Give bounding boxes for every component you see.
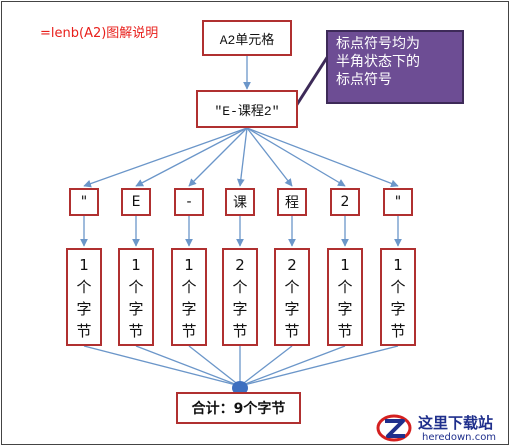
char-box: - xyxy=(174,188,204,216)
count-to-total-line xyxy=(83,345,241,387)
byte-count-char: 个 xyxy=(76,278,92,296)
byte-count-char: 字 xyxy=(390,300,406,318)
byte-count-char: 字 xyxy=(76,300,92,318)
byte-count-box: 1 个字节 xyxy=(118,248,154,346)
string-to-char-arrow xyxy=(246,127,346,187)
byte-count-box: 2 个字节 xyxy=(274,248,310,346)
callout-line: 标点符号均为 xyxy=(336,36,420,52)
byte-count-box: 1 个字节 xyxy=(327,248,363,346)
count-to-total-line xyxy=(239,345,346,387)
byte-count-char: 2 xyxy=(235,256,245,274)
byte-count-char: 2 xyxy=(287,256,297,274)
char-box: " xyxy=(383,188,413,216)
char-box: 程 xyxy=(277,188,307,216)
byte-count-char: 1 xyxy=(393,256,403,274)
count-to-total-line xyxy=(239,345,293,387)
byte-count-char: 个 xyxy=(284,278,300,296)
byte-count-char: 1 xyxy=(184,256,194,274)
byte-count-char: 1 xyxy=(131,256,141,274)
string-to-char-arrow xyxy=(246,127,293,187)
byte-count-box: 1 个字节 xyxy=(66,248,102,346)
byte-count-box: 2 个字节 xyxy=(222,248,258,346)
char-box: 2 xyxy=(330,188,360,216)
hub-node xyxy=(232,381,248,395)
callout-line: 标点符号 xyxy=(336,72,392,88)
count-to-total-line xyxy=(188,345,241,387)
byte-count-box: 1 个字节 xyxy=(380,248,416,346)
byte-count-char: 节 xyxy=(390,322,406,340)
callout-pointer xyxy=(294,55,330,107)
watermark: 这里下载站 heredown.com xyxy=(370,408,512,448)
heredown-logo-icon xyxy=(376,414,412,442)
count-to-total-line xyxy=(239,345,399,387)
count-to-total-line xyxy=(135,345,241,387)
char-box: " xyxy=(69,188,99,216)
byte-count-char: 节 xyxy=(128,322,144,340)
byte-count-char: 节 xyxy=(337,322,353,340)
byte-count-char: 个 xyxy=(128,278,144,296)
watermark-url: heredown.com xyxy=(422,432,497,443)
byte-count-box: 1 个字节 xyxy=(171,248,207,346)
byte-count-char: 节 xyxy=(284,322,300,340)
byte-count-char: 个 xyxy=(390,278,406,296)
byte-count-char: 字 xyxy=(181,300,197,318)
byte-count-char: 个 xyxy=(181,278,197,296)
byte-count-char: 节 xyxy=(181,322,197,340)
cell-reference-box: A2单元格 xyxy=(202,20,292,56)
byte-count-char: 字 xyxy=(337,300,353,318)
string-to-char-arrow xyxy=(83,127,248,188)
char-box: 课 xyxy=(225,188,255,216)
string-value-box: "E-课程2" xyxy=(196,90,298,128)
byte-count-char: 1 xyxy=(79,256,89,274)
byte-count-char: 1 xyxy=(340,256,350,274)
watermark-name: 这里下载站 xyxy=(418,414,494,432)
byte-count-char: 节 xyxy=(76,322,92,340)
byte-count-char: 个 xyxy=(337,278,353,296)
byte-count-char: 字 xyxy=(284,300,300,318)
formula-title: =lenb(A2)图解说明 xyxy=(40,26,159,41)
byte-count-char: 节 xyxy=(232,322,248,340)
byte-count-char: 字 xyxy=(232,300,248,318)
note-callout: 标点符号均为 半角状态下的 标点符号 xyxy=(326,30,464,104)
char-box: E xyxy=(121,188,151,216)
string-to-char-arrow xyxy=(236,127,248,187)
byte-count-char: 字 xyxy=(128,300,144,318)
string-to-char-arrow xyxy=(135,127,248,187)
callout-line: 半角状态下的 xyxy=(336,54,420,70)
string-to-char-arrow xyxy=(246,127,399,188)
string-to-char-arrow xyxy=(188,127,248,187)
byte-count-char: 个 xyxy=(232,278,248,296)
total-box: 合计：9个字节 xyxy=(176,392,301,424)
